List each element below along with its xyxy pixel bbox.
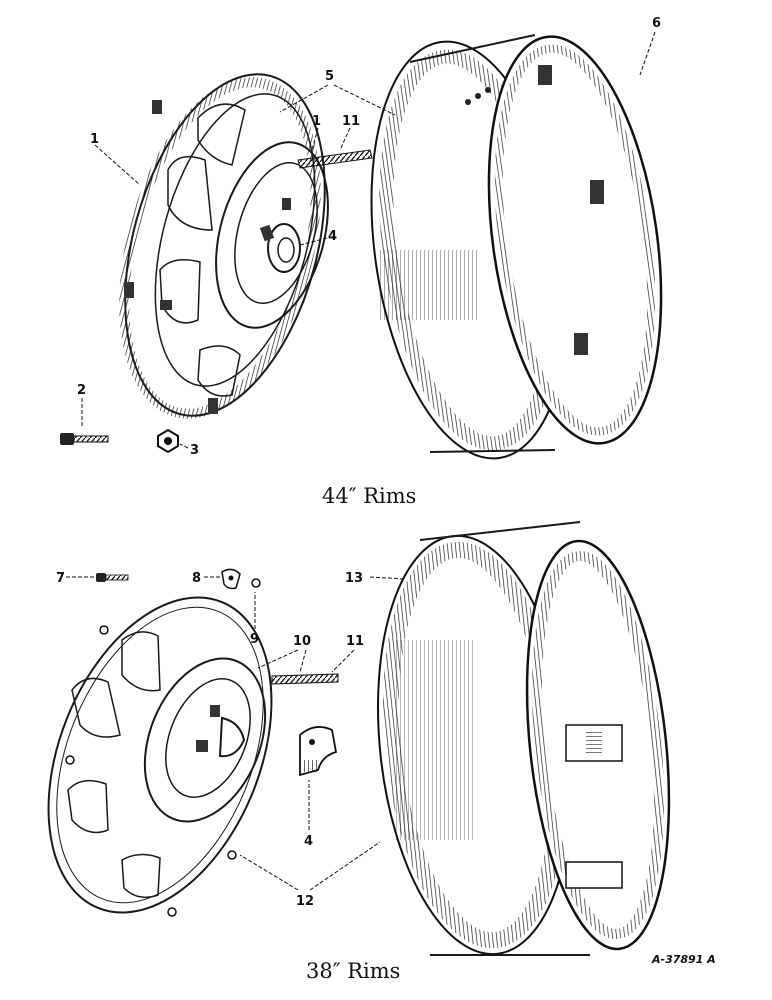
callout-6: 6: [652, 16, 661, 31]
callout-11-bottom: 11: [346, 634, 364, 649]
callout-11-top: 11: [342, 114, 360, 129]
callout-4-top: 4: [328, 229, 337, 244]
callout-1-mid: 1: [312, 114, 321, 129]
callout-8: 8: [192, 571, 201, 586]
callout-9: 9: [250, 632, 259, 647]
rim-38-inch: [377, 521, 671, 956]
clamp-bolt-part-10-11: [271, 673, 339, 685]
top-assembly: 1 5 1 11 6 4 2 3 44″ Rims: [60, 16, 663, 508]
washer-part-9: [251, 578, 261, 588]
rim-44-inch: [370, 34, 663, 460]
callout-7: 7: [56, 571, 65, 586]
caption-44-rims: 44″ Rims: [322, 484, 416, 508]
wheel-center-disc-bottom: [47, 596, 273, 917]
top-leader-lines: [81, 31, 656, 449]
bottom-leader-lines: [66, 576, 405, 891]
callout-2: 2: [77, 383, 86, 398]
callout-12: 12: [296, 894, 314, 909]
bottom-assembly: 7 8 9 13 10 11 4 12 38″ Rims A-37891 A: [47, 521, 716, 983]
clamp-bolt-part-11-top: [297, 149, 373, 169]
callout-3: 3: [190, 443, 199, 458]
callout-10: 10: [293, 634, 311, 649]
caption-38-rims: 38″ Rims: [306, 959, 400, 983]
nut-part-3: [157, 428, 179, 454]
callout-13: 13: [345, 571, 363, 586]
bolt-part-2: [60, 433, 109, 445]
callout-4-bottom: 4: [304, 834, 313, 849]
bolt-part-7: [96, 573, 129, 582]
callout-1-left: 1: [90, 132, 99, 147]
callout-5: 5: [325, 69, 334, 84]
clip-part-8: [221, 568, 241, 590]
figure-code: A-37891 A: [651, 953, 716, 966]
clamp-part-4: [299, 726, 338, 777]
wheel-center-disc-top: [119, 73, 329, 419]
